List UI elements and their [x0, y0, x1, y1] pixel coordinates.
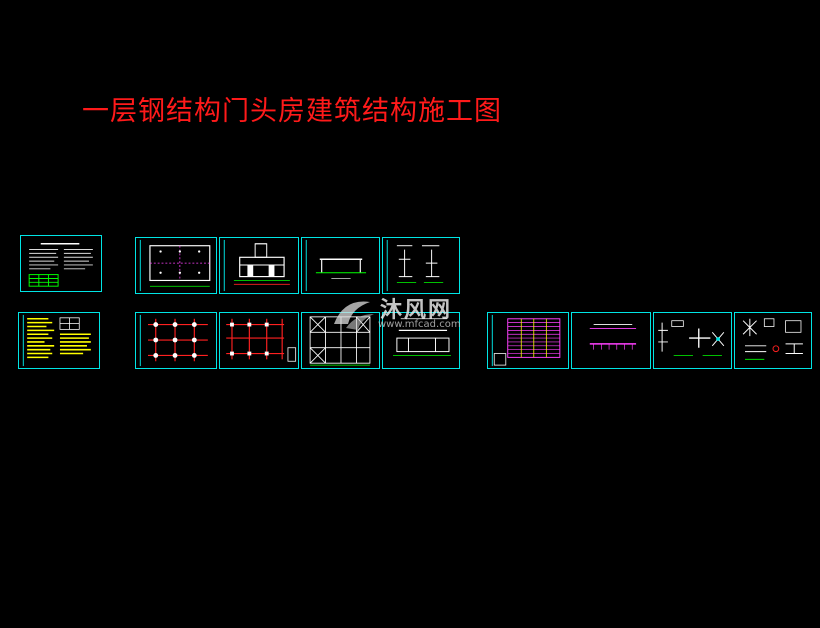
sheet-column-layout[interactable]	[135, 312, 217, 369]
sheet-purlin-elevation-drawing	[589, 324, 637, 350]
sheet-design-notes-drawing	[28, 242, 93, 287]
sheet-beam-layout[interactable]	[219, 312, 299, 369]
sheet-node-details[interactable]	[734, 312, 812, 369]
sheet-column-layout-drawing	[139, 314, 208, 367]
watermark-url: www.mfcad.com	[378, 319, 461, 330]
sheet-floor-plan[interactable]	[135, 237, 217, 294]
sheet-section-drawing	[305, 239, 367, 292]
sheet-frame-section-drawing	[393, 318, 451, 356]
sheet-connection-details[interactable]	[653, 312, 732, 369]
sheet-beam-layout-drawing	[226, 318, 297, 362]
sheet-structural-notes[interactable]	[18, 312, 100, 369]
sheet-frame-section[interactable]	[382, 312, 460, 369]
sheet-details[interactable]	[382, 237, 460, 294]
sheet-section[interactable]	[301, 237, 380, 294]
sheet-connection-details-drawing	[658, 320, 725, 356]
sheet-design-notes[interactable]	[20, 235, 102, 292]
sheet-structural-notes-drawing	[22, 314, 91, 367]
site-watermark: 沐风网 www.mfcad.com	[330, 292, 500, 338]
sheet-elevation-drawing	[223, 239, 290, 292]
sheet-roof-plan-drawing	[491, 314, 561, 367]
watermark-name: 沐风网	[380, 297, 453, 323]
sheet-node-details-drawing	[742, 318, 803, 360]
sheet-details-drawing	[386, 239, 444, 292]
sheet-purlin-elevation[interactable]	[571, 312, 651, 369]
sheet-elevation[interactable]	[219, 237, 299, 294]
sheet-floor-plan-drawing	[139, 239, 211, 292]
watermark-logo-icon	[334, 301, 374, 330]
sheet-roof-plan[interactable]	[487, 312, 569, 369]
drawing-set-title: 一层钢结构门头房建筑结构施工图	[82, 96, 502, 127]
